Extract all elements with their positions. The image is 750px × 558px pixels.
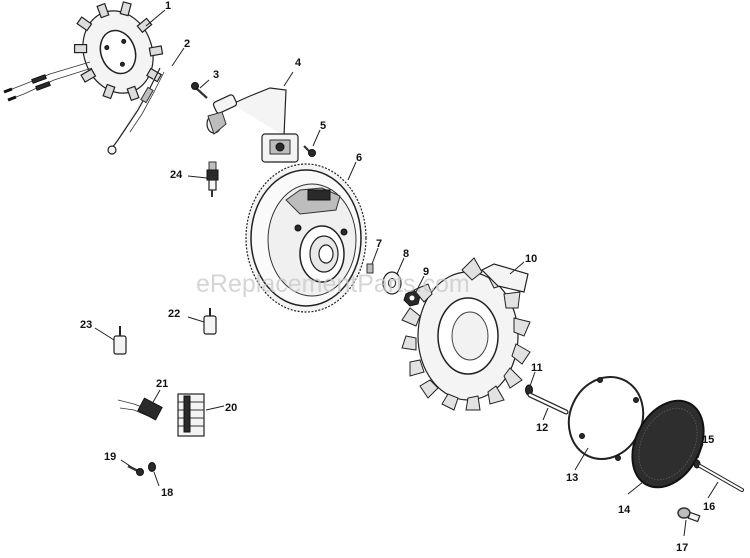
callout-7: 7 [376,238,382,250]
stud-part-12 [527,392,569,415]
key-part-7 [366,263,374,274]
screw-part-3 [191,82,208,99]
screw-part-17 [677,507,701,523]
callout-18: 18 [161,487,173,499]
callout-19: 19 [104,451,116,463]
stator-part-1 [3,1,164,102]
callout-12: 12 [536,422,548,434]
callout-16: 16 [703,501,715,513]
screen-part-14 [631,399,705,489]
callout-5: 5 [320,120,326,132]
callout-4: 4 [295,57,302,69]
screw-part-19 [127,464,144,476]
nut-part-18 [148,462,156,472]
callout-17: 17 [676,542,688,554]
bolt-part-16 [698,464,744,492]
clip-part-22 [203,308,217,335]
callout-14: 14 [618,504,631,516]
callout-6: 6 [356,152,362,164]
screw-part-5 [303,145,316,157]
callout-10: 10 [525,253,537,265]
ignition-module-part-4 [206,87,299,163]
callout-13: 13 [566,472,578,484]
callout-20: 20 [225,402,237,414]
callout-9: 9 [423,266,429,278]
callout-23: 23 [80,319,92,331]
callout-24: 24 [170,169,183,181]
callout-8: 8 [403,248,409,260]
watermark-text: eReplacementParts.com [196,270,470,298]
clip-part-23 [113,326,127,355]
leader-lines [94,9,719,537]
callout-3: 3 [213,69,219,81]
flywheel-part-6 [245,163,367,313]
callout-1: 1 [165,0,171,12]
spark-plug-part-24 [206,161,219,197]
callout-22: 22 [168,308,180,320]
callout-labels: 1 2 3 4 5 6 7 8 9 10 11 12 13 14 15 16 1… [80,0,715,554]
rectifier-part-20 [177,393,205,437]
connector-part-21 [117,397,163,421]
bracket-part-2 [107,67,165,155]
callout-11: 11 [531,362,543,374]
washer-part-8 [382,271,402,295]
callout-15: 15 [702,434,714,446]
callout-2: 2 [184,38,190,50]
callout-21: 21 [156,378,168,390]
fan-part-10 [401,257,531,411]
